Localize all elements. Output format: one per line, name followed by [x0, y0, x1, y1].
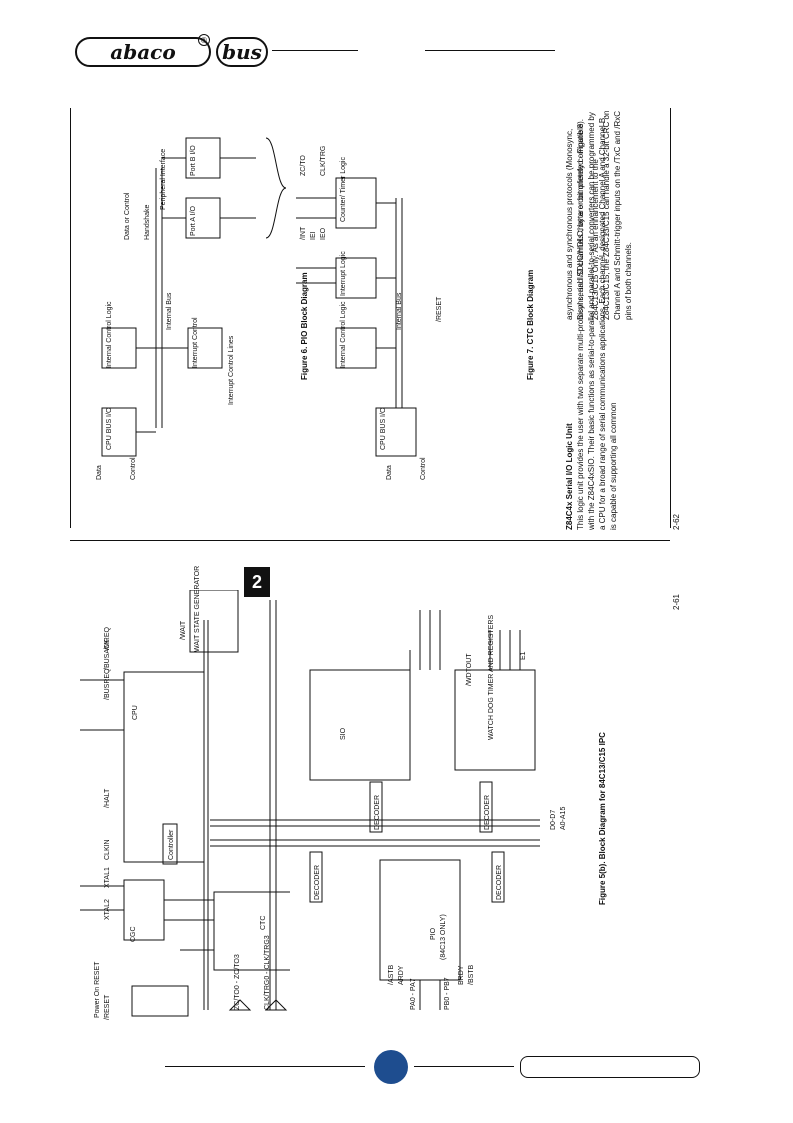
label-wdtout: /WDTOUT	[466, 653, 473, 686]
block-ctc: CTC	[260, 915, 267, 930]
logo-left-text: abaco	[110, 40, 176, 64]
header-rule-2	[425, 50, 555, 51]
figure-5b-caption: Figure 5(b). Block Diagram for 84C13/C15…	[598, 732, 607, 905]
paragraph-2: asynchronous and synchronous protocols (…	[565, 119, 585, 320]
label-addr-bus: A0-A15	[560, 806, 567, 830]
page-number-right: 2-62	[672, 513, 681, 530]
block-power-on-reset: Power On RESET	[94, 961, 101, 1018]
fig6-label-port-a: Port A I/O	[190, 206, 197, 236]
controller-block	[162, 823, 178, 865]
block-wait-state: WAIT STATE GENERATOR	[194, 565, 201, 652]
fig6-label-peripheral-interface: Peripheral Interface	[160, 148, 167, 210]
fig7-label-internal-control-logic: Internal Control Logic	[340, 301, 347, 368]
fig7-label-int: /INT	[300, 226, 307, 240]
fig7-label-reset: /RESET	[436, 296, 443, 322]
section-badge: 2	[244, 567, 270, 597]
label-brdy: BRDY	[458, 965, 465, 985]
block-decoder-4: DECODER	[496, 864, 503, 900]
label-halt: /HALT	[104, 788, 111, 808]
figure-7-caption: Figure 7. CTC Block Diagram	[526, 269, 535, 380]
fig7-label-control: Control	[420, 457, 427, 480]
fig7-label-data: Data	[386, 465, 393, 480]
registered-text: ®	[201, 35, 207, 45]
fig6-label-data-or-control: Data or Control	[124, 192, 131, 240]
label-busreq: /BUSREQ	[104, 668, 111, 700]
label-e1: E1	[520, 651, 527, 660]
block-cgc: CGC	[130, 926, 137, 942]
logo-right-text: bus	[222, 40, 262, 64]
label-clk-trg: CLK/TRG0 - CLK/TRG3	[264, 935, 271, 1010]
block-decoder-2: DECODER	[314, 864, 321, 900]
footer-box	[520, 1056, 700, 1078]
fig7-label-internal-bus: Internal Bus	[396, 292, 403, 330]
page-divider	[70, 540, 670, 541]
block-diagram-figure	[80, 590, 290, 1017]
section-badge-text: 2	[251, 571, 262, 592]
label-mreq: /MREQ	[104, 627, 111, 650]
label-xtal2: XTAL2	[104, 899, 111, 920]
block-diagram-middle	[210, 600, 540, 1010]
fig6-label-data: Data	[96, 465, 103, 480]
fig6-label-interrupt-control: Interrupt Control	[192, 317, 199, 368]
header-rule-1	[272, 50, 358, 51]
fig6-label-interrupt-control-lines: Interrupt Control Lines	[228, 335, 235, 405]
block-controller: Controller	[168, 829, 175, 860]
bus-logo: bus	[216, 37, 268, 67]
fig6-label-internal-control-logic: Internal Control Logic	[106, 301, 113, 368]
label-pa: PA0 - PA7	[410, 978, 417, 1010]
fig7-label-ieo: IEO	[320, 227, 327, 240]
figure-6-caption: Figure 6. PIO Block Diagram	[300, 272, 309, 380]
pio-block	[379, 859, 461, 981]
fig6-label-handshake: Handshake	[144, 204, 151, 240]
text-column-2: asynchronous and synchronous protocols (…	[564, 111, 634, 320]
block-decoder-3: DECODER	[484, 794, 491, 830]
fig7-label-clk-trg: CLK/TRG	[320, 145, 327, 176]
pio-ctc-diagrams	[101, 137, 417, 457]
fig7-label-iei: IEI	[310, 231, 317, 240]
fig6-label-internal-bus: Internal Bus	[166, 292, 173, 330]
decoder-1	[369, 781, 383, 833]
decoder-4	[491, 851, 505, 903]
right-page-left-rule	[70, 108, 71, 528]
decoder-3	[479, 781, 493, 833]
block-pio: PIO	[430, 927, 437, 940]
label-ardy: ARDY	[398, 965, 405, 985]
fig7-label-counter-timer-logic: Counter/ Timer Logic	[340, 157, 347, 222]
label-zc-to: ZC/TO0 - ZC/TO3	[234, 954, 241, 1010]
decoder-2	[309, 851, 323, 903]
cpu-block	[123, 671, 205, 863]
fig7-label-interrupt-logic: Interrupt Logic	[340, 251, 347, 296]
block-decoder-1: DECODER	[374, 794, 381, 830]
footer-rule-1	[165, 1066, 365, 1067]
block-sio: SIO	[340, 727, 347, 740]
block-watchdog: WATCH DOG TIMER AND REGISTERS	[488, 614, 495, 740]
power-on-reset-block	[131, 985, 189, 1017]
label-astb: /ASTB	[388, 964, 395, 985]
abaco-logo: abaco	[75, 37, 211, 67]
fig7-label-zc-to: ZC/TO	[300, 155, 307, 176]
wait-state-block	[189, 590, 239, 653]
fig6-label-cpu-bus-io: CPU BUS I/O	[106, 407, 113, 450]
watchdog-block	[454, 669, 536, 771]
block-cpu: CPU	[132, 705, 139, 720]
ctc-block	[213, 891, 290, 971]
label-wait: /WAIT	[180, 620, 187, 640]
fig6-label-port-b: Port B I/O	[190, 145, 197, 176]
label-reset: /RESET	[104, 994, 111, 1020]
registered-mark: ®	[198, 34, 210, 46]
grifo-logo-icon	[374, 1050, 408, 1084]
fig6-label-control: Control	[130, 457, 137, 480]
paragraph-3: Z84C13/C15 Only. As an enhancement to th…	[591, 110, 633, 320]
label-data-bus: D0-D7	[550, 809, 557, 830]
right-page-right-rule	[670, 108, 671, 528]
label-xtal1: XTAL1	[104, 867, 111, 888]
footer-rule-2	[414, 1066, 514, 1067]
block-pio-note: (84C13 ONLY)	[440, 914, 447, 960]
page-number-left: 2-61	[672, 593, 681, 610]
fig7-label-cpu-bus-io: CPU BUS I/O	[380, 407, 387, 450]
label-clkin: CLKIN	[104, 839, 111, 860]
label-pb: PB0 - PB7	[444, 977, 451, 1010]
label-bstb: /BSTB	[468, 964, 475, 985]
sio-block	[309, 669, 411, 781]
